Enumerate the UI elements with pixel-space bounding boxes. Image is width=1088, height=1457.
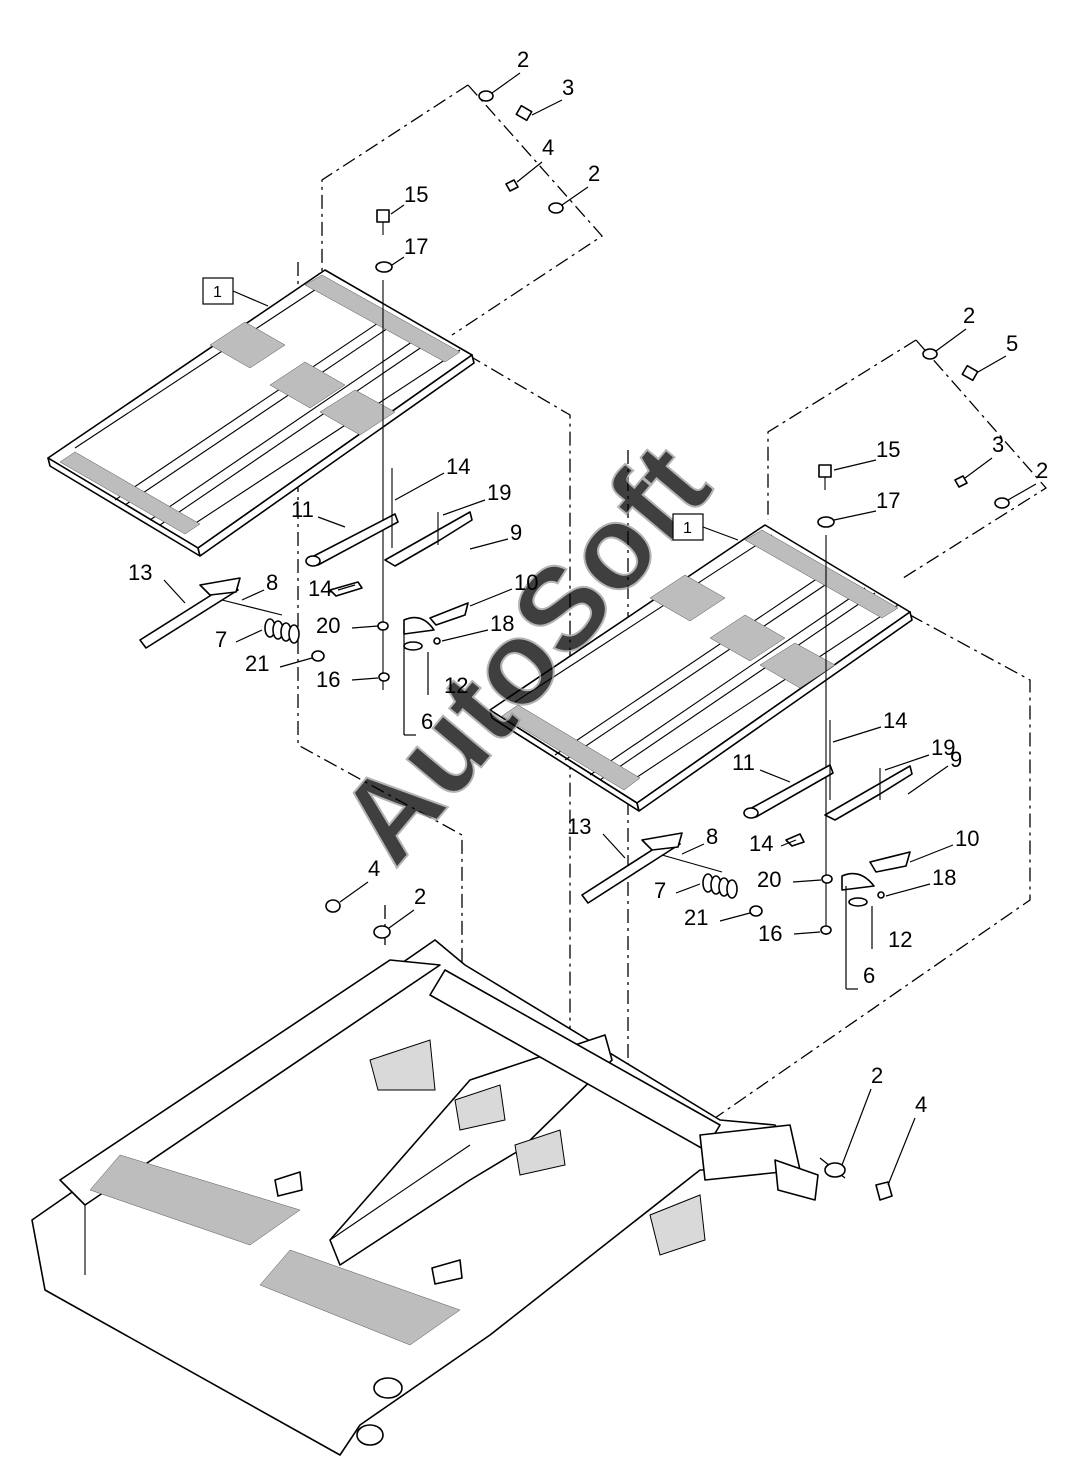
- callout-1: 1: [683, 520, 692, 537]
- callout-5: 5: [1006, 331, 1018, 356]
- callout-14: 14: [749, 831, 773, 856]
- callout-8: 8: [266, 570, 278, 595]
- callout-2: 2: [871, 1063, 883, 1088]
- linkage-parts-right: [581, 720, 913, 935]
- callout-3: 3: [562, 75, 574, 100]
- callout-12: 12: [888, 927, 912, 952]
- callout-4: 4: [368, 856, 380, 881]
- callout-9: 9: [510, 520, 522, 545]
- callout-13: 13: [567, 814, 591, 839]
- callout-16: 16: [758, 921, 782, 946]
- callout-19: 19: [487, 480, 511, 505]
- callout-14: 14: [446, 454, 470, 479]
- callout-1: 1: [213, 284, 222, 301]
- callout-18: 18: [932, 865, 956, 890]
- callout-3: 3: [992, 432, 1004, 457]
- spring-7-left: [264, 618, 300, 644]
- callout-11: 11: [732, 750, 755, 775]
- assembly-dash-lines: [297, 84, 1047, 1179]
- callout-2: 2: [414, 884, 426, 909]
- callouts-top-left: 1 2 3 4 2 15 17 14 19 11 9 13 8 14 10 20…: [128, 47, 600, 736]
- callout-17: 17: [876, 488, 900, 513]
- callout-6: 6: [863, 963, 875, 988]
- callout-15: 15: [404, 182, 428, 207]
- callout-13: 13: [128, 560, 152, 585]
- callout-19: 19: [931, 735, 955, 760]
- callout-14: 14: [883, 708, 907, 733]
- callout-6: 6: [421, 709, 433, 734]
- callout-21: 21: [245, 651, 269, 676]
- callout-21: 21: [684, 905, 708, 930]
- callout-10: 10: [955, 826, 979, 851]
- callout-14: 14: [308, 576, 332, 601]
- spring-7-right: [702, 873, 738, 899]
- callout-4: 4: [915, 1092, 927, 1117]
- sieve-panel-right: [489, 524, 913, 812]
- callouts-frame: 4 2 2 4: [339, 856, 927, 1186]
- callout-11: 11: [291, 497, 314, 522]
- callout-12: 12: [444, 673, 468, 698]
- callout-box-1: [672, 513, 704, 541]
- callout-2: 2: [963, 303, 975, 328]
- linkage-parts-left: [139, 468, 473, 682]
- callout-box-1: [202, 277, 234, 305]
- hardware-stack-right: [817, 348, 1010, 935]
- callout-20: 20: [757, 867, 781, 892]
- callout-16: 16: [316, 667, 340, 692]
- shoe-frame: [31, 899, 893, 1456]
- callout-2: 2: [517, 47, 529, 72]
- callouts-right: 1 2 5 15 3 2 17 14 19 11 9 13 8 14 10 20…: [567, 303, 1048, 990]
- sieve-panel-left: [47, 269, 475, 557]
- callout-7: 7: [215, 627, 227, 652]
- callout-7: 7: [654, 878, 666, 903]
- callout-8: 8: [706, 824, 718, 849]
- callout-2: 2: [588, 161, 600, 186]
- callout-15: 15: [876, 437, 900, 462]
- callout-17: 17: [404, 234, 428, 259]
- callout-2: 2: [1036, 458, 1048, 483]
- callout-18: 18: [490, 611, 514, 636]
- callout-4: 4: [542, 135, 554, 160]
- callout-9: 9: [950, 747, 962, 772]
- callout-10: 10: [514, 570, 538, 595]
- callout-20: 20: [316, 613, 340, 638]
